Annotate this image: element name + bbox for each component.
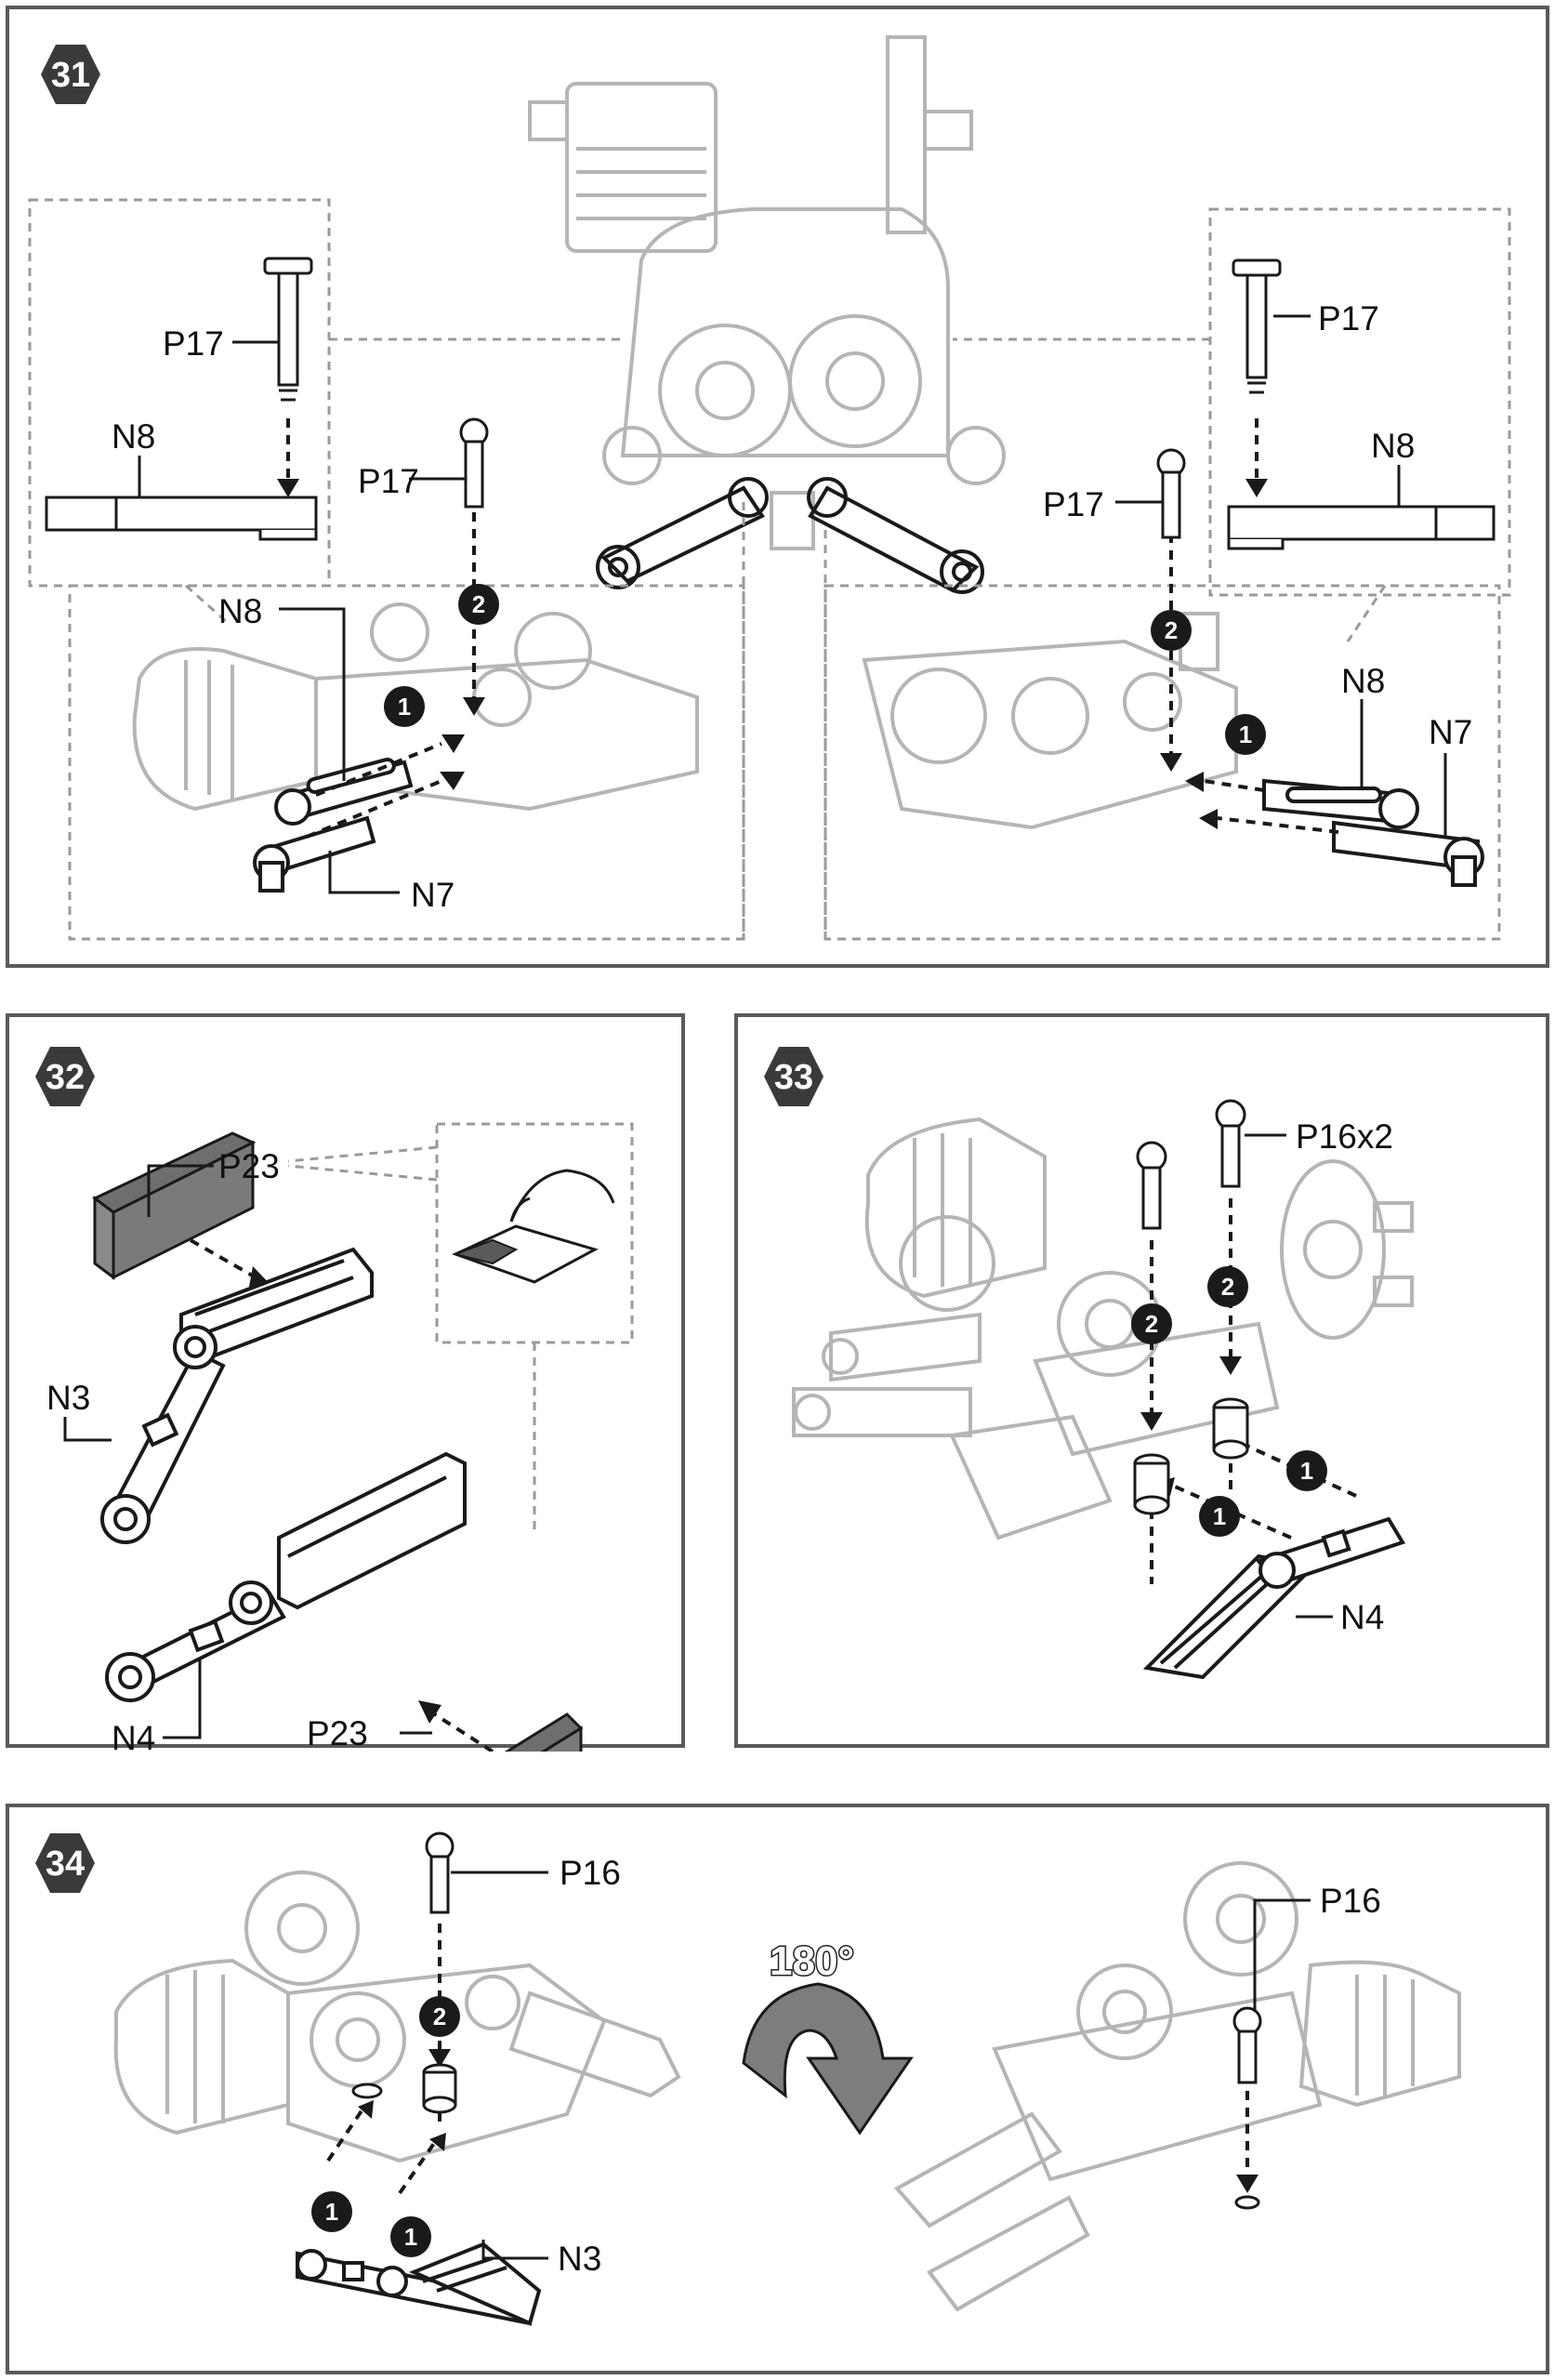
step-33-badge: 33 [764,1047,824,1106]
gripper-n4 [105,1451,467,1702]
step-31-panel: 31 [6,6,1549,968]
label-n8: N8 [1371,427,1415,465]
svg-text:1: 1 [1300,1457,1313,1485]
step-34-number: 34 [46,1844,85,1884]
rotate-180-arrow: 180° [742,1937,914,2135]
center-mechanism-drawing [528,35,1006,550]
step-31-illustration: 31 [28,35,1511,941]
left-detail-n8-bar [45,496,318,541]
center-arms-drawing [596,477,984,594]
right-top-screw [1156,448,1186,539]
svg-text:1: 1 [398,693,411,721]
order-marker-2-a: 2 [1207,1266,1248,1307]
label-n7: N7 [411,876,455,914]
step-33-arrows [1150,1198,1357,1584]
step-33-illustration: 33 2 2 [764,1047,1414,1680]
order-marker-1-left: 1 [384,686,425,727]
screw-p16-right [1215,1099,1246,1188]
label-n8: N8 [112,417,155,456]
step-34-badge: 34 [35,1833,95,1893]
order-marker-2-right: 2 [1151,610,1192,651]
peel-callout [287,1122,634,1533]
label-n3: N3 [558,2240,601,2278]
screw-p16-left [1136,1141,1167,1230]
callout-frames [28,198,1511,941]
machine-body-drawing [792,1117,1414,1540]
peg-left [1133,1453,1170,1515]
left-screw-p16 [425,1831,455,1914]
step-32-illustration: 32 [35,1047,634,1752]
pad-arrow-bottom [426,1708,494,1752]
svg-text:2: 2 [433,2003,446,2030]
label-p17: P17 [1318,299,1379,337]
label-p23: P23 [307,1714,368,1752]
label-p17: P17 [1043,485,1104,523]
svg-text:2: 2 [1145,1310,1158,1338]
right-detail-screw [1232,258,1282,394]
label-n4: N4 [1340,1598,1384,1636]
label-p17: P17 [358,462,419,500]
svg-text:2: 2 [1165,616,1178,644]
svg-text:1: 1 [1213,1502,1226,1530]
order-marker-1-b: 1 [390,2216,431,2257]
order-marker-2: 2 [419,1996,460,2037]
left-detail-screw [263,257,313,402]
label-n4: N4 [112,1719,155,1752]
order-marker-1-b: 1 [1199,1496,1240,1537]
svg-text:1: 1 [1239,721,1252,748]
gripper-n4 [1142,1516,1405,1680]
left-top-screw [459,417,489,509]
step-34-leaders [451,1871,1311,2260]
order-marker-1-a: 1 [1286,1450,1327,1491]
right-machine-drawing [893,1861,1461,2312]
label-n8: N8 [1341,662,1385,700]
step-32-number: 32 [46,1058,85,1097]
right-assembly-drawing [862,612,1238,830]
svg-text:2: 2 [1221,1273,1234,1301]
step-34-panel: 34 2 1 1 180° [6,1804,1549,2374]
label-n7: N7 [1429,713,1472,751]
right-screw-hole [1234,2195,1260,2210]
label-p16: P16 [560,1854,621,1892]
label-p17: P17 [163,324,224,363]
step-33-panel: 33 2 2 [734,1013,1549,1748]
label-p16: P16 [1320,1882,1381,1920]
left-n8-n7-links [253,757,414,892]
step-32-leaders [63,1164,432,1739]
step-31-badge: 31 [41,45,100,104]
step-31-number: 31 [51,56,90,95]
order-marker-2-b: 2 [1131,1303,1172,1344]
gripper-n3 [296,2241,542,2326]
svg-text:2: 2 [472,590,485,618]
label-n8: N8 [218,592,262,630]
rotation-angle-label: 180° [770,1938,854,1984]
svg-text:1: 1 [325,2198,338,2226]
label-p23: P23 [218,1147,280,1185]
label-n3: N3 [46,1379,90,1417]
step-33-number: 33 [774,1058,813,1097]
order-marker-1-right: 1 [1225,714,1266,755]
peg-right [1212,1397,1249,1460]
step-32-badge: 32 [35,1047,95,1106]
right-screw-p16 [1232,2006,1262,2084]
gripper-n3 [100,1247,374,1544]
order-marker-2-left: 2 [458,584,499,625]
pad-p23-bottom [504,1712,584,1752]
svg-text:1: 1 [404,2223,417,2251]
step-33-leaders [1245,1133,1333,1619]
pad-arrow-top [190,1238,257,1279]
step-34-illustration: 34 2 1 1 180° [35,1831,1461,2326]
step-32-panel: 32 [6,1013,685,1752]
step-31-leaders [138,314,1447,894]
right-n8-n7-links [1262,778,1484,887]
label-p16x2: P16x2 [1296,1117,1393,1156]
left-machine-drawing [113,1871,681,2163]
right-detail-n8-bar [1227,505,1496,550]
order-marker-1-a: 1 [311,2191,352,2232]
left-peg [351,2063,457,2114]
